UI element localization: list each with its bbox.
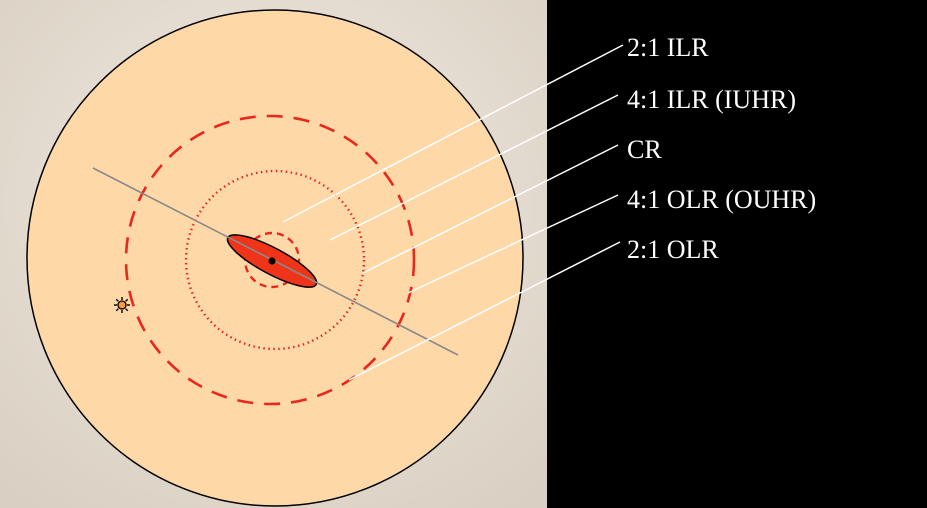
label-2-1-olr: 2:1 OLR xyxy=(627,235,719,264)
leader-cr xyxy=(362,144,619,274)
leader-4-1-olr xyxy=(407,194,619,294)
leader-4-1-ilr xyxy=(329,94,619,241)
label-4-1-ilr-iuhr: 4:1 ILR (IUHR) xyxy=(627,85,796,114)
label-2-1-ilr: 2:1 ILR xyxy=(627,33,709,62)
sun-star-icon xyxy=(114,297,130,313)
bar-axis-line xyxy=(92,167,459,356)
leader-2-1-olr xyxy=(348,241,621,381)
label-cr: CR xyxy=(627,135,662,164)
ring-2-1-olr xyxy=(124,114,416,406)
bar-center-dot xyxy=(268,257,276,265)
ring-cr-dotted xyxy=(184,169,366,351)
label-4-1-olr-ouhr: 4:1 OLR (OUHR) xyxy=(627,185,816,214)
leader-2-1-ilr xyxy=(282,44,624,223)
